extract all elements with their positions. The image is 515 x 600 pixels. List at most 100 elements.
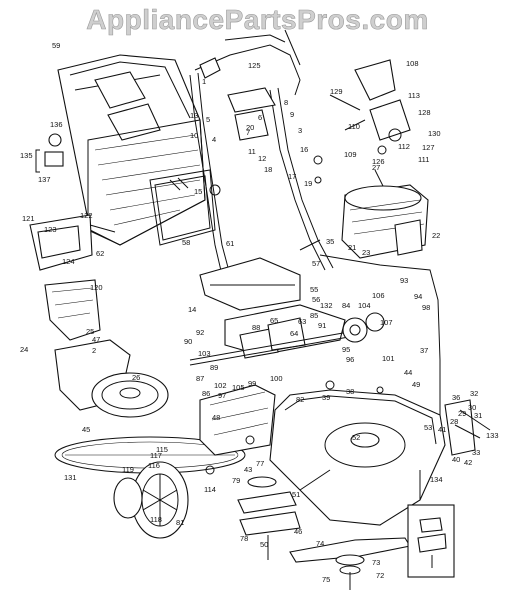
- part-label-97: 97: [218, 391, 226, 400]
- part-label-47: 47: [92, 335, 100, 344]
- part-label-8: 8: [284, 98, 288, 107]
- site-watermark: AppliancePartsPros.com: [86, 4, 429, 36]
- part-label-118: 118: [150, 515, 162, 524]
- part-label-81: 81: [176, 518, 184, 527]
- part-label-9: 9: [290, 110, 294, 119]
- part-label-42: 42: [464, 458, 472, 467]
- part-label-64: 64: [290, 329, 298, 338]
- control-assembly: [329, 59, 411, 155]
- part-label-27: 27: [372, 163, 380, 172]
- part-label-13: 13: [190, 111, 198, 120]
- part-label-102: 102: [214, 381, 227, 390]
- part-label-22: 22: [432, 231, 440, 240]
- part-label-57: 57: [312, 259, 320, 268]
- part-label-46: 46: [294, 527, 302, 536]
- part-label-65: 65: [270, 316, 278, 325]
- part-label-119: 119: [122, 465, 134, 474]
- part-label-36: 36: [452, 393, 460, 402]
- part-label-7: 7: [246, 128, 250, 137]
- side-chute: [29, 214, 116, 341]
- part-label-126: 126: [372, 157, 385, 166]
- drive-cover: [54, 339, 169, 418]
- part-label-75: 75: [322, 575, 330, 584]
- part-label-103: 103: [198, 349, 211, 358]
- blade-inset-box: [407, 504, 455, 578]
- part-label-137: 137: [38, 175, 51, 184]
- part-label-12: 12: [258, 154, 266, 163]
- part-label-48: 48: [212, 413, 220, 422]
- part-label-21: 21: [348, 243, 356, 252]
- part-label-63: 63: [298, 317, 306, 326]
- rear-wheel: [113, 461, 189, 539]
- part-label-113: 113: [408, 91, 420, 100]
- part-label-17: 17: [288, 172, 296, 181]
- part-label-110: 110: [348, 122, 360, 131]
- part-label-51: 51: [292, 490, 300, 499]
- part-label-78: 78: [240, 534, 248, 543]
- cutting-blade: [289, 537, 411, 590]
- part-label-130: 130: [428, 129, 441, 138]
- part-label-31: 31: [474, 411, 482, 420]
- part-label-91: 91: [318, 321, 326, 330]
- side-plate: [199, 384, 276, 456]
- part-label-37: 37: [420, 346, 428, 355]
- part-label-52: 52: [352, 433, 360, 442]
- part-label-90: 90: [184, 337, 192, 346]
- part-label-14: 14: [188, 305, 196, 314]
- part-label-117: 117: [150, 451, 162, 460]
- part-label-129: 129: [330, 87, 343, 96]
- part-label-1: 1: [202, 77, 206, 86]
- part-label-133: 133: [486, 431, 499, 440]
- mower-deck: [269, 389, 446, 526]
- part-label-6: 6: [258, 113, 262, 122]
- part-label-89: 89: [210, 363, 218, 372]
- part-label-19: 19: [304, 179, 312, 188]
- part-label-88: 88: [252, 323, 260, 332]
- part-label-84: 84: [342, 301, 350, 310]
- part-label-16: 16: [300, 145, 308, 154]
- part-label-85: 85: [310, 311, 318, 320]
- part-label-124: 124: [62, 257, 75, 266]
- part-label-4: 4: [212, 135, 216, 144]
- part-label-10: 10: [190, 131, 198, 140]
- part-label-98: 98: [422, 303, 430, 312]
- part-label-134: 134: [430, 475, 443, 484]
- part-label-82: 82: [296, 395, 304, 404]
- control-cable: [319, 254, 441, 420]
- engine: [341, 169, 429, 259]
- part-label-74: 74: [316, 539, 324, 548]
- part-label-107: 107: [380, 318, 393, 327]
- part-label-41: 41: [438, 425, 446, 434]
- part-label-115: 115: [156, 445, 168, 454]
- part-label-79: 79: [232, 476, 240, 485]
- height-adjuster-right: [444, 399, 491, 456]
- part-label-95: 95: [342, 345, 350, 354]
- part-label-49: 49: [412, 380, 420, 389]
- part-label-93: 93: [400, 276, 408, 285]
- part-label-136: 136: [50, 120, 63, 129]
- part-label-11: 11: [248, 147, 256, 156]
- part-label-20: 20: [246, 123, 254, 132]
- part-label-94: 94: [414, 292, 422, 301]
- part-label-33: 33: [472, 448, 480, 457]
- part-label-53: 53: [424, 423, 432, 432]
- part-label-128: 128: [418, 108, 431, 117]
- handle-assembly: [189, 29, 334, 276]
- rear-flap: [199, 257, 301, 311]
- part-label-104: 104: [358, 301, 371, 310]
- part-label-132: 132: [320, 301, 333, 310]
- part-label-43: 43: [244, 465, 252, 474]
- part-label-29: 29: [458, 409, 466, 418]
- part-label-100: 100: [270, 374, 283, 383]
- hardware-fasteners: [205, 155, 384, 475]
- part-label-35: 35: [326, 237, 334, 246]
- part-label-25: 25: [86, 327, 94, 336]
- part-label-111: 111: [418, 155, 429, 164]
- part-label-40: 40: [452, 455, 460, 464]
- part-label-44: 44: [404, 368, 412, 377]
- part-label-99: 99: [248, 379, 256, 388]
- part-label-87: 87: [196, 374, 204, 383]
- part-label-120: 120: [90, 283, 103, 292]
- part-label-135: 135: [20, 151, 33, 160]
